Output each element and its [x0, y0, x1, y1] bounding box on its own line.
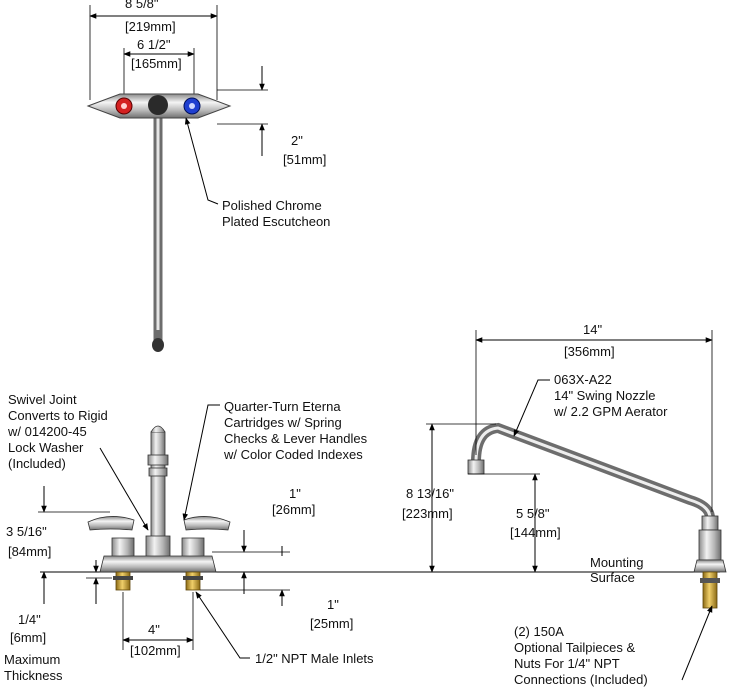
shank-mm: [25mm] — [310, 616, 353, 631]
aerator — [467, 459, 485, 475]
escutcheon-note-2: Plated Escutcheon — [222, 214, 330, 229]
swivel-note-1: Swivel Joint — [8, 392, 77, 407]
left-lever-handle — [87, 516, 135, 531]
outlet-in: 5 5/8" — [516, 506, 550, 521]
escutcheon-side — [99, 555, 217, 573]
height-in: 8 13/16" — [406, 486, 454, 501]
handle-height-in: 3 5/16" — [6, 524, 47, 539]
swing-nozzle — [471, 422, 715, 523]
tailpiece — [702, 571, 718, 609]
nozzle-note-3: w/ 2.2 GPM Aerator — [553, 404, 668, 419]
cartridge-note-2: Cartridges w/ Spring — [224, 415, 342, 430]
overall-width-mm: [219mm] — [125, 19, 176, 34]
mounting-note-1: Mounting — [590, 555, 643, 570]
cartridge-note-1: Quarter-Turn Eterna — [224, 399, 341, 414]
nozzle-note-2: 14" Swing Nozzle — [554, 388, 655, 403]
centers-in-side: 4" — [148, 622, 160, 637]
centers-mm-top: [165mm] — [131, 56, 182, 71]
depth-in: 2" — [291, 133, 303, 148]
nozzle-note-1: 063X-A22 — [554, 372, 612, 387]
cartridge-note-4: w/ Color Coded Indexes — [223, 447, 363, 462]
inlets-note: 1/2" NPT Male Inlets — [255, 651, 374, 666]
depth-mm: [51mm] — [283, 152, 326, 167]
swivel-note-4: Lock Washer — [8, 440, 84, 455]
reach-in: 14" — [583, 322, 602, 337]
thickness-mm: [6mm] — [10, 630, 46, 645]
height-mm: [223mm] — [402, 506, 453, 521]
escutcheon-note-1: Polished Chrome — [222, 198, 322, 213]
tailpiece-note-4: Connections (Included) — [514, 672, 648, 687]
right-lever-handle — [183, 516, 231, 531]
swivel-note-2: Converts to Rigid — [8, 408, 108, 423]
tailpiece-note-3: Nuts For 1/4" NPT — [514, 656, 620, 671]
nozzle-view: 14" [356mm] 063X-A22 14" Swing Nozzle w/… — [402, 322, 727, 687]
thickness-note-1: Maximum — [4, 652, 60, 667]
thickness-in: 1/4" — [18, 612, 41, 627]
centers-mm-side: [102mm] — [130, 643, 181, 658]
shank-in: 1" — [327, 597, 339, 612]
spout-base-top — [148, 95, 168, 115]
swivel-note-5: (Included) — [8, 456, 66, 471]
top-view: 8 5/8" [219mm] 6 1/2" [165mm] 2" [51mm] … — [86, 0, 330, 352]
body-height-mm: [26mm] — [272, 502, 315, 517]
thickness-note-2: Thickness — [4, 668, 63, 683]
centers-in-top: 6 1/2" — [137, 37, 171, 52]
overall-width-in: 8 5/8" — [125, 0, 159, 11]
tailpiece-note-1: (2) 150A — [514, 624, 564, 639]
swivel-note-3: w/ 014200-45 — [7, 424, 87, 439]
cartridge-note-3: Checks & Lever Handles — [224, 431, 368, 446]
handle-height-mm: [84mm] — [8, 544, 51, 559]
side-view: Swivel Joint Converts to Rigid w/ 014200… — [4, 392, 720, 683]
body-height-in: 1" — [289, 486, 301, 501]
reach-mm: [356mm] — [564, 344, 615, 359]
outlet-mm: [144mm] — [510, 525, 561, 540]
mounting-note-2: Surface — [590, 570, 635, 585]
aerator-top — [152, 338, 164, 352]
tailpiece-note-2: Optional Tailpieces & — [514, 640, 635, 655]
